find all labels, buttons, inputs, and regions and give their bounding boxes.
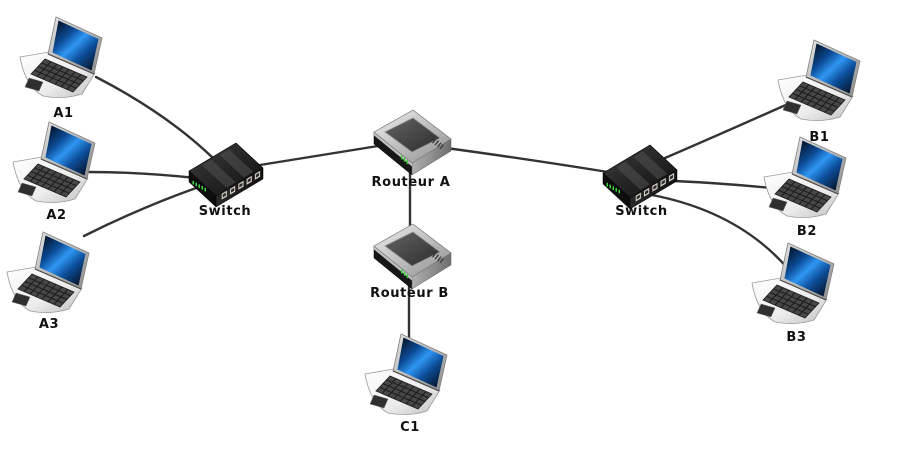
node-a1-laptop-icon[interactable] (19, 16, 103, 99)
edge-a1-switch-a (94, 75, 215, 160)
edge-a3-switch-a (82, 186, 198, 238)
edges (82, 75, 792, 354)
node-routeur-a-icon[interactable] (373, 109, 452, 176)
edge-switch-b-b2 (672, 179, 774, 190)
edge-a2-switch-a (87, 170, 198, 180)
node-a1-label: A1 (53, 106, 73, 121)
node-routeur-b-label: Routeur B (370, 286, 449, 301)
node-b1-label: B1 (809, 130, 829, 145)
node-switch-b-label: Switch (615, 204, 668, 219)
node-c1-label: C1 (400, 420, 420, 435)
node-b3-label: B3 (786, 330, 806, 345)
edge-switch-b-b1 (663, 102, 790, 160)
node-b2-label: B2 (797, 224, 817, 239)
edge-routeur-a-switch-b (444, 146, 610, 174)
nodes (6, 16, 861, 416)
node-switch-a-label: Switch (199, 204, 252, 219)
node-switch-a-icon[interactable] (188, 142, 264, 208)
node-a2-laptop-icon[interactable] (12, 121, 96, 204)
node-b3-laptop-icon[interactable] (751, 242, 835, 325)
node-a3-label: A3 (39, 317, 59, 332)
edge-switch-b-b3 (650, 193, 792, 273)
node-switch-b-icon[interactable] (602, 144, 678, 210)
edge-switch-a-routeur-a (258, 144, 380, 167)
node-routeur-b-icon[interactable] (373, 223, 452, 290)
node-routeur-a-label: Routeur A (372, 175, 451, 190)
node-b2-laptop-icon[interactable] (763, 136, 847, 219)
node-a3-laptop-icon[interactable] (6, 231, 90, 314)
node-a2-label: A2 (46, 208, 66, 223)
node-b1-laptop-icon[interactable] (777, 39, 861, 122)
labels: A1 A2 A3 Switch Routeur A Routeur B C1 S… (39, 106, 829, 435)
node-c1-laptop-icon[interactable] (364, 333, 448, 416)
